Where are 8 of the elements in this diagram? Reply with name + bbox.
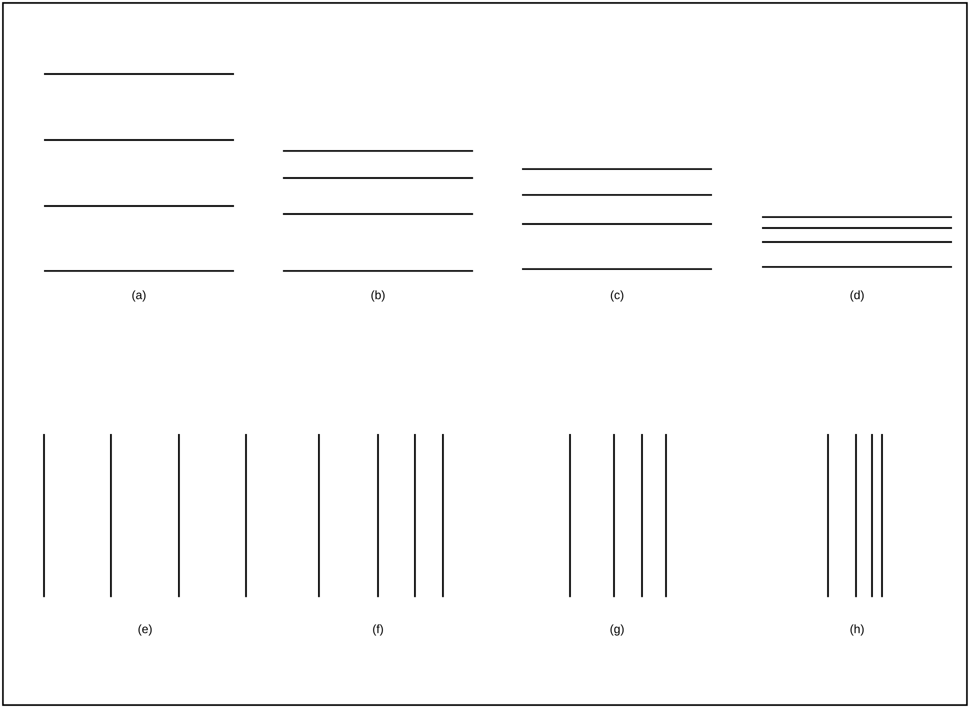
- panel-label: (c): [610, 290, 624, 302]
- panel-label: (d): [850, 290, 864, 302]
- panel-label: (b): [371, 290, 385, 302]
- panel-label: (g): [610, 624, 624, 636]
- panel-label: (h): [850, 624, 864, 636]
- panel-label: (a): [132, 290, 146, 302]
- panel-label: (f): [373, 624, 383, 636]
- panel-label: (e): [138, 624, 152, 636]
